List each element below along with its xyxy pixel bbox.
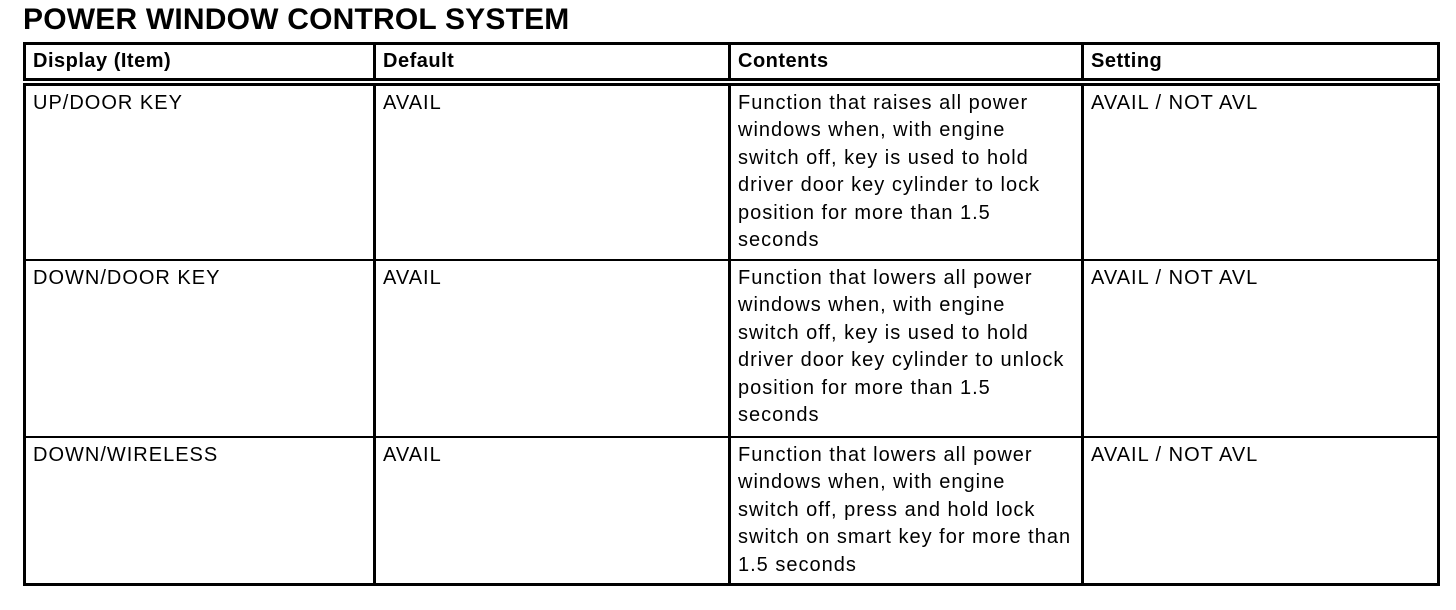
cell-display-item: UP/DOOR KEY bbox=[23, 80, 376, 261]
cell-contents-description: Function that lowers all power windows w… bbox=[728, 435, 1084, 586]
cell-setting-options: AVAIL / NOT AVL bbox=[1081, 80, 1440, 261]
column-header-setting: Setting bbox=[1081, 42, 1440, 86]
cell-setting-options: AVAIL / NOT AVL bbox=[1081, 258, 1440, 438]
column-header-contents: Contents bbox=[728, 42, 1084, 86]
cell-display-item: DOWN/WIRELESS bbox=[23, 435, 376, 586]
column-header-display-item: Display (Item) bbox=[23, 42, 376, 86]
cell-setting-options: AVAIL / NOT AVL bbox=[1081, 435, 1440, 586]
table-row-down-wireless: DOWN/WIRELESS AVAIL Function that lowers… bbox=[23, 435, 1440, 586]
table-header-row: Display (Item) Default Contents Setting bbox=[23, 42, 1440, 86]
cell-default-value: AVAIL bbox=[373, 435, 731, 586]
column-header-default: Default bbox=[373, 42, 731, 86]
power-window-control-table: Display (Item) Default Contents Setting … bbox=[23, 42, 1440, 586]
page-title: POWER WINDOW CONTROL SYSTEM bbox=[23, 3, 570, 36]
cell-contents-description: Function that raises all power windows w… bbox=[728, 80, 1084, 261]
table-row-down-door-key: DOWN/DOOR KEY AVAIL Function that lowers… bbox=[23, 258, 1440, 438]
manual-page: POWER WINDOW CONTROL SYSTEM Display (Ite… bbox=[23, 3, 1440, 586]
cell-default-value: AVAIL bbox=[373, 80, 731, 261]
cell-display-item: DOWN/DOOR KEY bbox=[23, 258, 376, 438]
table-row-up-door-key: UP/DOOR KEY AVAIL Function that raises a… bbox=[23, 80, 1440, 261]
cell-contents-description: Function that lowers all power windows w… bbox=[728, 258, 1084, 438]
cell-default-value: AVAIL bbox=[373, 258, 731, 438]
